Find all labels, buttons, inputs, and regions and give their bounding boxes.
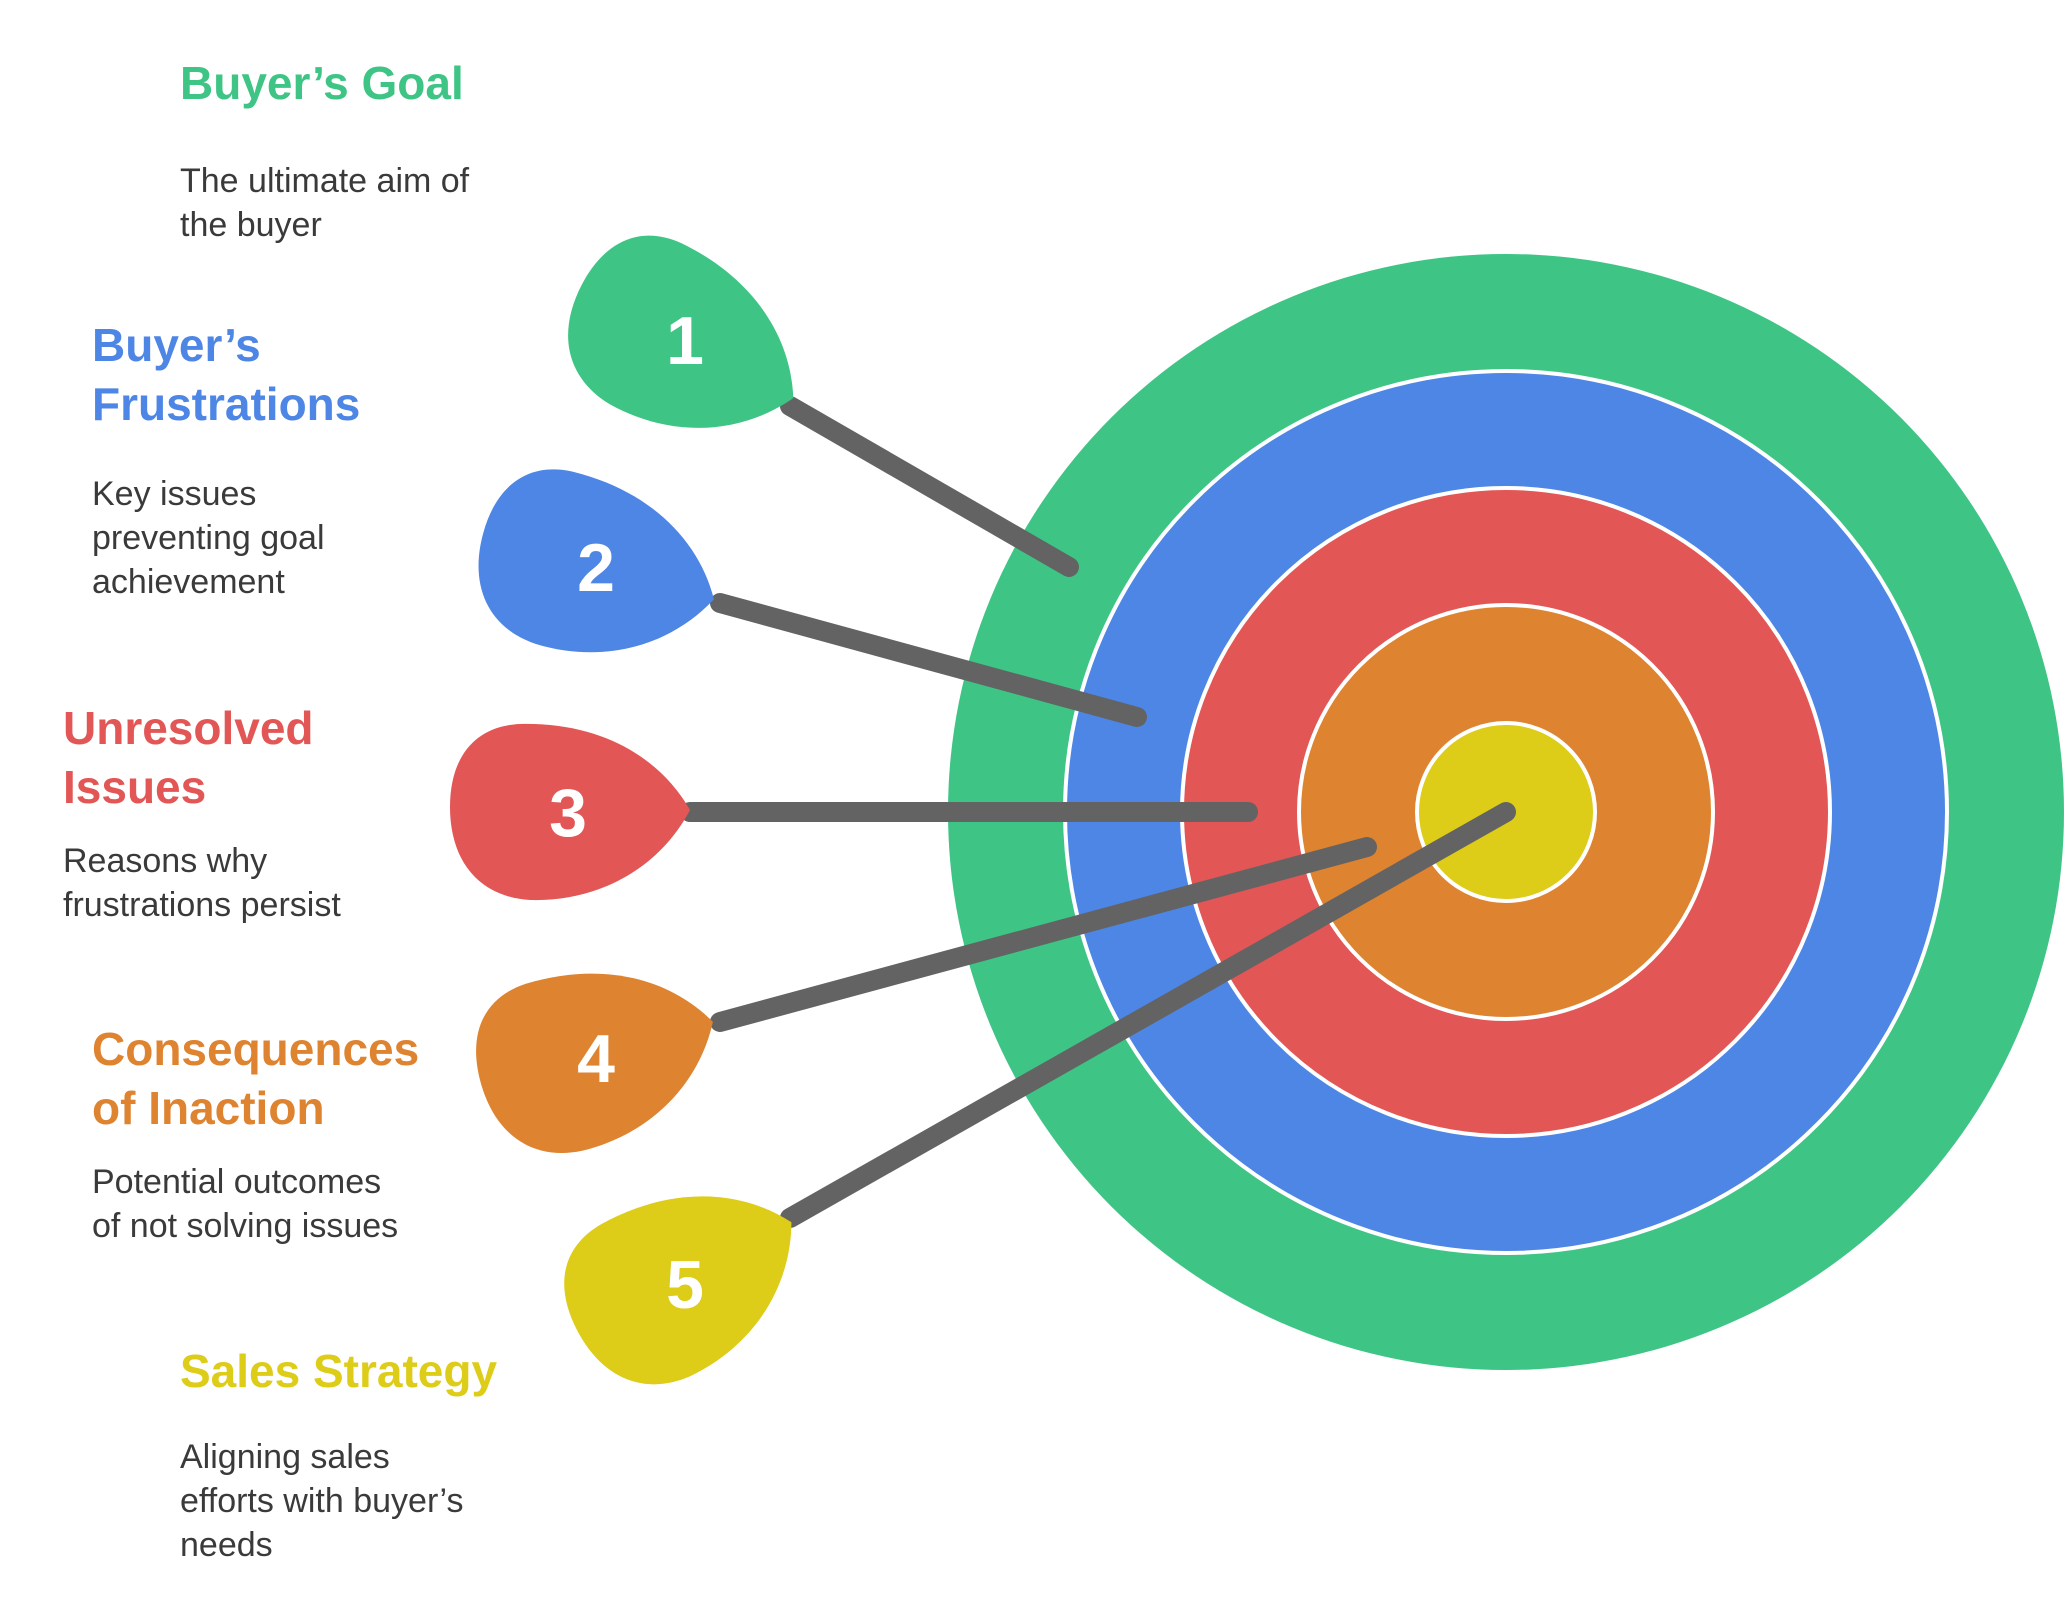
item-2-description-line: preventing goal	[92, 519, 325, 557]
dart-1-fletching	[568, 235, 794, 428]
dart-1-number: 1	[666, 303, 704, 379]
item-1-label: Buyer’s Goal The ultimate aim of the buy…	[180, 54, 469, 247]
item-3-title-line: Issues	[63, 761, 207, 813]
item-5-description-line: needs	[180, 1526, 273, 1564]
dart-2-number: 2	[577, 530, 615, 606]
item-1-description-line: The ultimate aim of	[180, 162, 470, 200]
item-3-label: Unresolved Issues Reasons why frustratio…	[63, 699, 341, 927]
dart-1-shaft	[780, 396, 1079, 577]
item-4-description-line: of not solving issues	[92, 1207, 399, 1245]
item-1-description-line: the buyer	[180, 206, 322, 244]
item-4-title: Consequences of Inaction	[92, 1020, 419, 1138]
item-5-description-line: efforts with buyer’s	[180, 1482, 464, 1520]
item-3-description-line: Reasons why	[63, 842, 268, 880]
dart-5-number: 5	[666, 1247, 704, 1323]
item-4-description: Potential outcomes of not solving issues	[92, 1160, 419, 1248]
item-2-description-line: Key issues	[92, 475, 257, 513]
darts: 1 2 3 4 5	[450, 235, 1516, 1385]
item-3-title-line: Unresolved	[63, 702, 314, 754]
item-5-title: Sales Strategy	[180, 1345, 498, 1397]
dart-4-fletching	[476, 973, 713, 1153]
item-2-title: Buyer’s Frustrations	[92, 316, 360, 434]
item-4-label: Consequences of Inaction Potential outco…	[92, 1020, 419, 1248]
item-2-description: Key issues preventing goal achievement	[92, 472, 360, 604]
dart-2-fletching	[478, 469, 714, 653]
dart-5-shaft	[780, 802, 1516, 1228]
item-2-title-line: Frustrations	[92, 378, 361, 430]
item-1-description: The ultimate aim of the buyer	[180, 159, 469, 247]
item-3-title: Unresolved Issues	[63, 699, 341, 817]
dart-2-shaft	[710, 593, 1147, 727]
item-1-title: Buyer’s Goal	[180, 57, 464, 109]
item-5-description: Aligning sales efforts with buyer’s need…	[180, 1435, 497, 1567]
item-3-description: Reasons why frustrations persist	[63, 839, 341, 927]
item-2-label: Buyer’s Frustrations Key issues preventi…	[92, 316, 360, 604]
dart-1-head	[568, 235, 794, 428]
item-4-title-line: Consequences	[92, 1023, 420, 1075]
item-2-title-line: Buyer’s	[92, 319, 261, 371]
dart-4-head	[476, 973, 713, 1153]
dart-5-head	[564, 1196, 792, 1385]
dart-3-fletching	[450, 723, 690, 901]
dart-3-number: 3	[549, 775, 587, 851]
item-2-description-line: achievement	[92, 563, 285, 601]
dart-4-shaft	[710, 837, 1377, 1032]
item-5-description-line: Aligning sales	[180, 1438, 390, 1476]
dart-5-fletching	[564, 1196, 792, 1385]
item-5-label: Sales Strategy Aligning sales efforts wi…	[180, 1342, 497, 1567]
dart-4-number: 4	[577, 1021, 615, 1097]
item-4-title-line: of Inaction	[92, 1082, 325, 1134]
item-3-description-line: frustrations persist	[63, 886, 341, 924]
dart-2-head	[478, 469, 714, 653]
item-4-description-line: Potential outcomes	[92, 1163, 382, 1201]
dart-3-head	[450, 723, 690, 901]
target-rings	[948, 254, 2064, 1370]
